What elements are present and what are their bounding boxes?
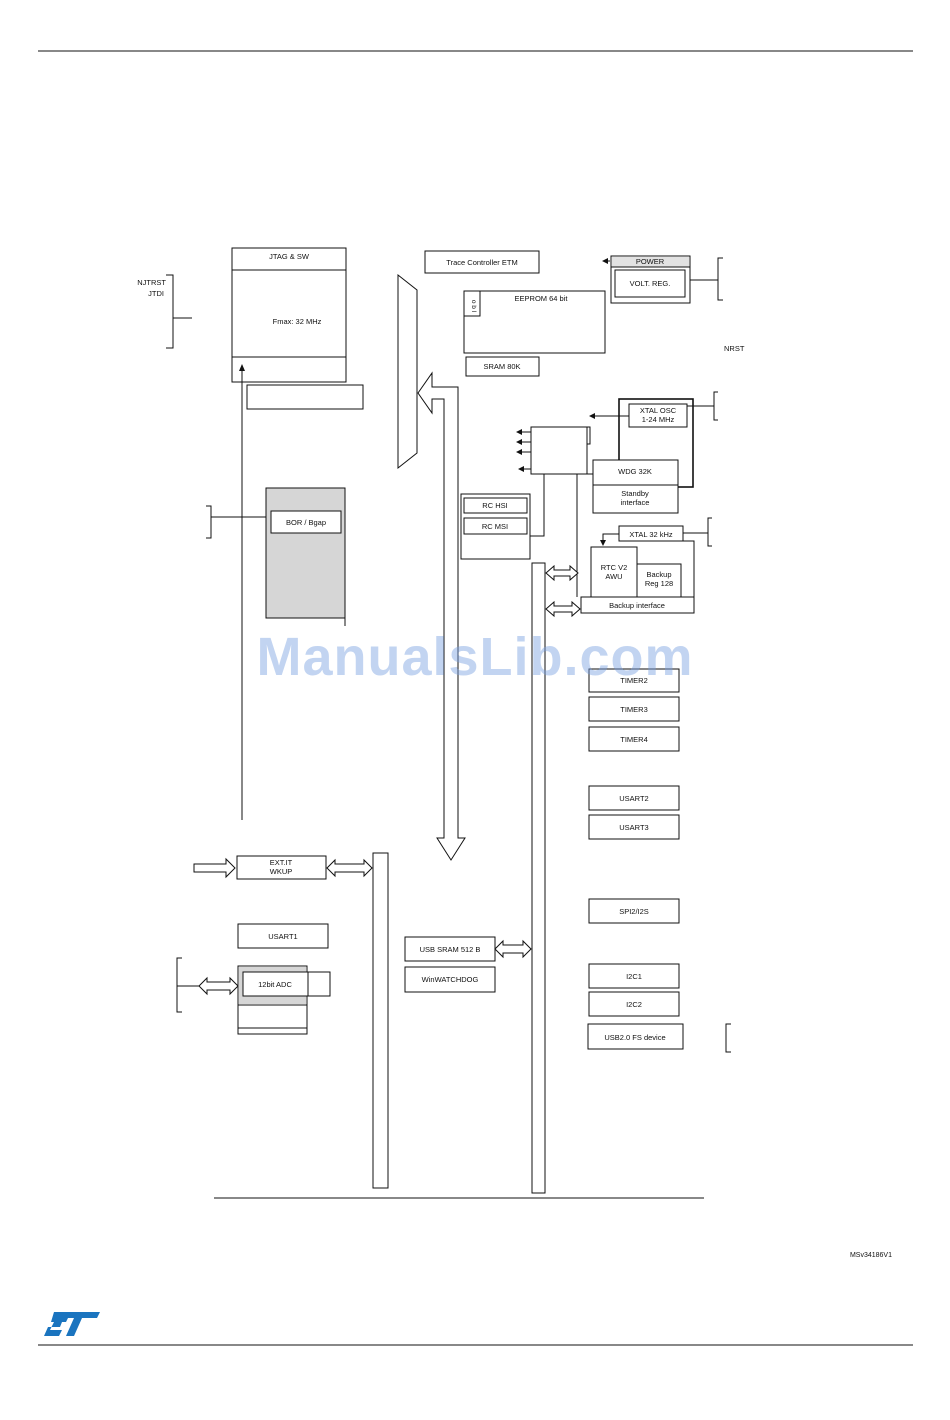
power-pin-bracket [690,257,723,301]
wdg-label: WDG 32K [618,467,652,476]
xtal-osc-label-1: XTAL OSC [640,406,677,415]
xtal32-pin-bracket [683,517,712,547]
backup-reg-block [636,563,682,598]
bor-pin-bracket [206,505,266,539]
spi-label: SPI2/I2S [619,907,649,916]
bor-label: BOR / Bgap [286,518,326,527]
rtc-label-1: RTC V2 [601,563,628,572]
trace-label: Trace Controller ETM [446,258,517,267]
winwdg-label: WinWATCHDOG [422,975,479,984]
sram-label: SRAM 80K [483,362,520,371]
adc-block [242,971,309,997]
adc-label: 12bit ADC [258,980,292,989]
i2c2-block [588,991,680,1017]
timer2-label: TIMER2 [620,676,648,685]
exti-label-2: WKUP [270,867,293,876]
power-label: POWER [636,257,665,266]
jtag-pin-bracket [166,274,192,349]
i2c2-label: I2C2 [626,1000,642,1009]
wdg-block [592,459,679,514]
xtal32-label: XTAL 32 kHz [629,530,673,539]
cpu-sub-block [246,384,364,410]
osc-arrow-icon [589,413,595,419]
jtag-label: JTAG & SW [269,252,310,261]
timer3-label: TIMER3 [620,705,648,714]
apb-bus-right [531,562,546,1194]
clock-output-arrows [516,429,531,472]
power-arrow-icon [602,258,608,264]
standby-label-2: interface [621,498,650,507]
usb-device-block [587,1023,684,1050]
jtdi-label: JTDI [148,289,164,298]
usb-device-label: USB2.0 FS device [604,1033,665,1042]
usb-pin-bracket [725,1023,731,1053]
bus-arrow-backup [545,600,581,618]
bor-block [270,510,342,534]
backup-interface-block [580,596,695,614]
bus-arrow-rtc [545,564,579,582]
obl-block [463,290,481,317]
volt-reg-block [614,269,686,298]
timer3-block [588,696,680,722]
timer4-label: TIMER4 [620,735,648,744]
usart3-block [588,814,680,840]
cpu-block: JTAG & SW Fmax: 32 MHz [231,247,347,383]
document-id: MSv34186V1 [849,1252,892,1259]
njtrst-label: NJTRST [137,278,166,287]
st-logo-icon: ST [44,1312,100,1336]
usb-sram-label: USB SRAM 512 B [420,945,481,954]
i2c1-label: I2C1 [626,972,642,981]
bus-matrix [397,273,418,470]
adc-bus-arrow [198,976,239,996]
backup-if-label: Backup interface [609,601,665,610]
fmax-label: Fmax: 32 MHz [273,317,322,326]
watermark: ManualsLib.com [256,627,694,687]
timer2-block [588,668,680,693]
usart2-block [588,785,680,811]
cpu-up-arrow-icon [239,364,245,371]
exti-block [236,855,327,880]
usart2-label: USART2 [619,794,648,803]
rc-hsi-label: RC HSI [482,501,507,510]
rtc-block [590,546,638,598]
exti-input-arrow [193,857,236,879]
winwdg-block [404,966,496,993]
i2c1-block [588,963,680,989]
rc-msi-label: RC MSI [482,522,508,531]
nrst-label: NRST [724,344,745,353]
rtc-label-2: AWU [605,572,622,581]
power-block: POWER VOLT. REG. [610,255,691,304]
usart1-block [237,923,329,949]
backup-reg-label-1: Backup [646,570,671,579]
apb-bus-left [372,852,389,1189]
rc-msi-block [463,517,528,535]
usb-sram-bus-arrow [494,939,532,959]
exti-label-1: EXT.IT [270,858,293,867]
adc-side-block [307,971,331,997]
obl-label: o b l [470,300,477,313]
spi-block [588,898,680,924]
standby-label-1: Standby [621,489,649,498]
rtc-arrow-icon [600,540,606,546]
exti-bus-arrow [326,858,373,878]
timer4-block [588,726,680,752]
bus-down-arrow [417,371,466,861]
adc-pin-bracket [176,957,199,1013]
trace-controller-block [424,250,540,274]
clock-tree-block [530,426,588,475]
sram-block [465,356,540,377]
eeprom-label: EEPROM 64 bit [515,294,569,303]
usart3-label: USART3 [619,823,648,832]
bor-gray-block [265,487,346,619]
backup-reg-label-2: Reg 128 [645,579,673,588]
eeprom-block [463,290,606,354]
usart1-label: USART1 [268,932,297,941]
rc-hsi-block [463,497,528,514]
osc-pin-bracket [687,391,718,421]
volt-reg-label: VOLT. REG. [630,279,671,288]
xtal-osc-label-2: 1-24 MHz [642,415,675,424]
